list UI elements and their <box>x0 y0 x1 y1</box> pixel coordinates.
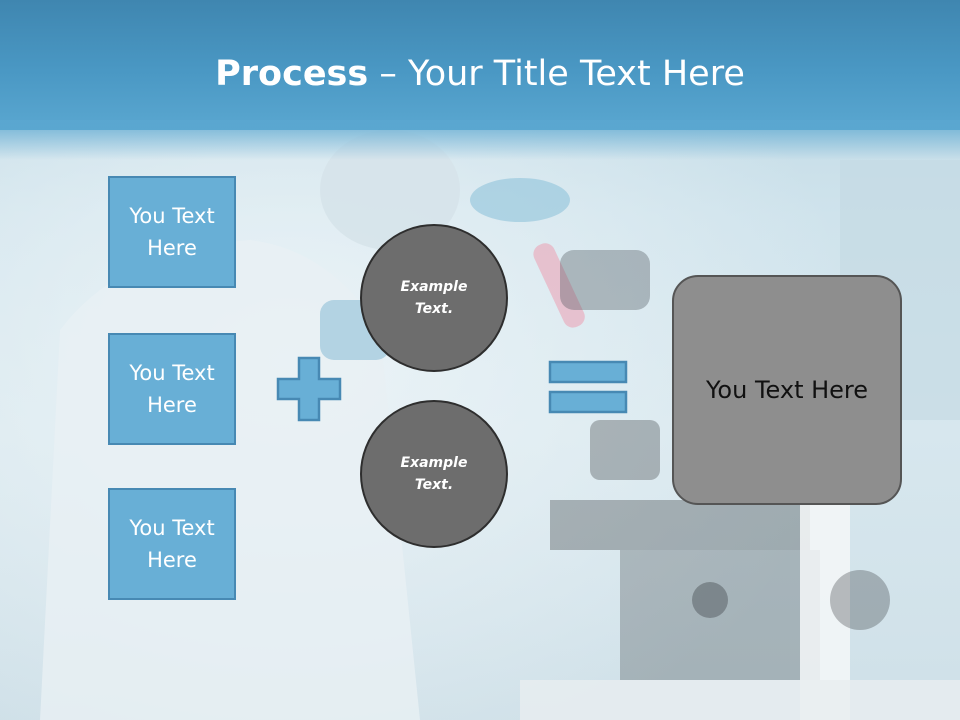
result-text-label: You Text Here <box>705 376 869 404</box>
example-circle-2[interactable]: Example Text. <box>360 400 508 548</box>
slide-title: Process – Your Title Text Here <box>0 52 960 96</box>
title-rest-text: – Your Title Text Here <box>368 54 745 94</box>
left-text-box-1[interactable]: You Text Here <box>108 176 236 288</box>
result-text-box[interactable]: You Text Here <box>672 275 902 505</box>
left-text-box-label: You Text Here <box>129 204 215 260</box>
example-circle-1[interactable]: Example Text. <box>360 224 508 372</box>
title-bold-text: Process <box>215 54 369 94</box>
title-bar <box>0 0 960 130</box>
left-text-box-label: You Text Here <box>129 516 215 572</box>
circle-label: Example Text. <box>400 455 468 493</box>
plus-icon <box>276 356 342 422</box>
left-text-box-3[interactable]: You Text Here <box>108 488 236 600</box>
left-text-box-label: You Text Here <box>129 361 215 417</box>
equals-icon <box>548 360 628 414</box>
left-text-box-2[interactable]: You Text Here <box>108 333 236 445</box>
title-bar-fade <box>0 120 960 160</box>
circle-label: Example Text. <box>400 279 468 317</box>
